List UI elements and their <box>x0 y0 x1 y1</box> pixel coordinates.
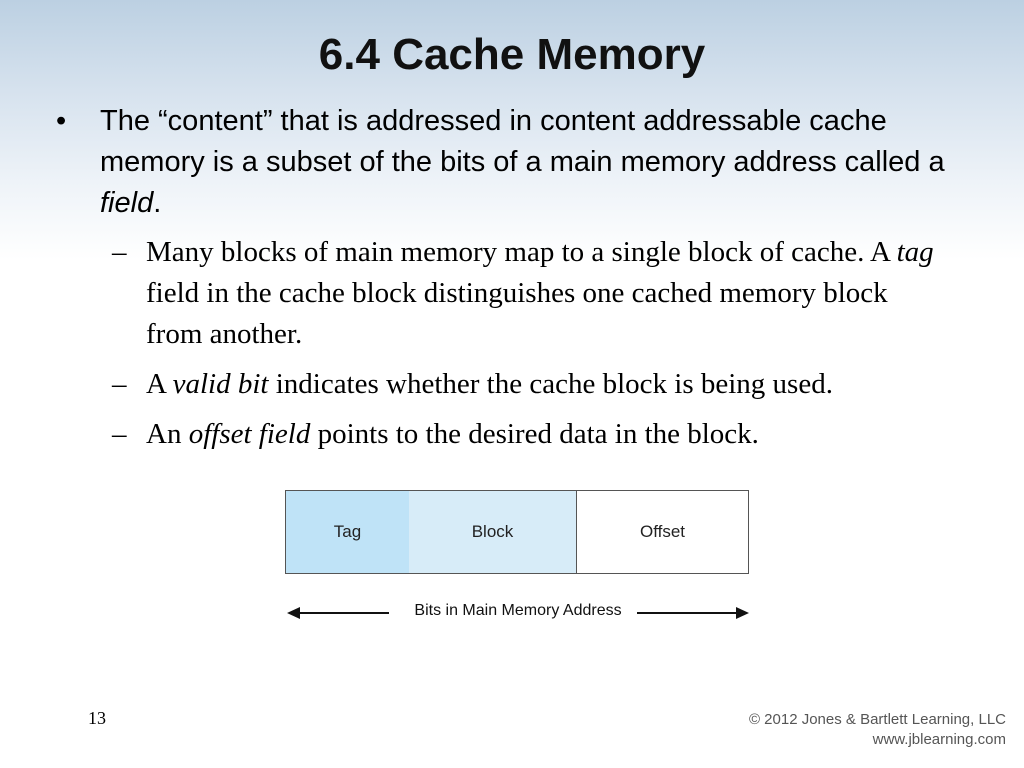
address-format-diagram: Tag Block Offset <box>285 490 749 574</box>
sub-bullet-italic: valid bit <box>172 368 269 400</box>
main-bullet-text-start: The “content” that is addressed in conte… <box>100 105 945 178</box>
sub-bullet-text-end: indicates whether the cache block is bei… <box>268 368 833 400</box>
tag-field-box: Tag <box>285 490 410 574</box>
double-arrow-icon <box>287 607 749 619</box>
sub-bullet-text: An offset field points to the desired da… <box>146 414 946 455</box>
address-bits-arrow: Bits in Main Memory Address <box>285 600 751 626</box>
sub-bullet-marker: – <box>112 236 127 268</box>
copyright-text: © 2012 Jones & Bartlett Learning, LLC <box>748 711 1006 728</box>
website-text: www.jblearning.com <box>872 731 1006 748</box>
sub-bullet-italic: tag <box>896 236 934 268</box>
background-gradient <box>0 0 1024 260</box>
sub-bullet-marker: – <box>112 368 127 400</box>
bullet-marker: • <box>56 105 67 137</box>
block-field-box: Block <box>409 490 577 574</box>
sub-bullet-text-start: A <box>146 368 173 400</box>
sub-bullet-text-start: An <box>146 418 189 450</box>
main-bullet-italic: field <box>100 187 154 219</box>
arrow-label: Bits in Main Memory Address <box>414 602 622 619</box>
sub-bullet-text: Many blocks of main memory map to a sing… <box>146 232 946 355</box>
sub-bullet-text-end: points to the desired data in the block. <box>310 418 759 450</box>
sub-bullet-text-end: field in the cache block distinguishes o… <box>146 277 888 350</box>
sub-bullet-text: A valid bit indicates whether the cache … <box>146 364 986 405</box>
copyright-notice: © 2012 Jones & Bartlett Learning, LLC ww… <box>749 710 1006 750</box>
page-number: 13 <box>88 708 106 728</box>
offset-field-box: Offset <box>576 490 749 574</box>
sub-bullet-text-start: Many blocks of main memory map to a sing… <box>146 236 897 268</box>
main-bullet-text-end: . <box>153 187 162 219</box>
main-bullet-text: The “content” that is addressed in conte… <box>100 101 960 224</box>
sub-bullet-marker: – <box>112 418 127 450</box>
slide-title: 6.4 Cache Memory <box>318 30 706 79</box>
sub-bullet-italic: offset field <box>188 418 311 450</box>
